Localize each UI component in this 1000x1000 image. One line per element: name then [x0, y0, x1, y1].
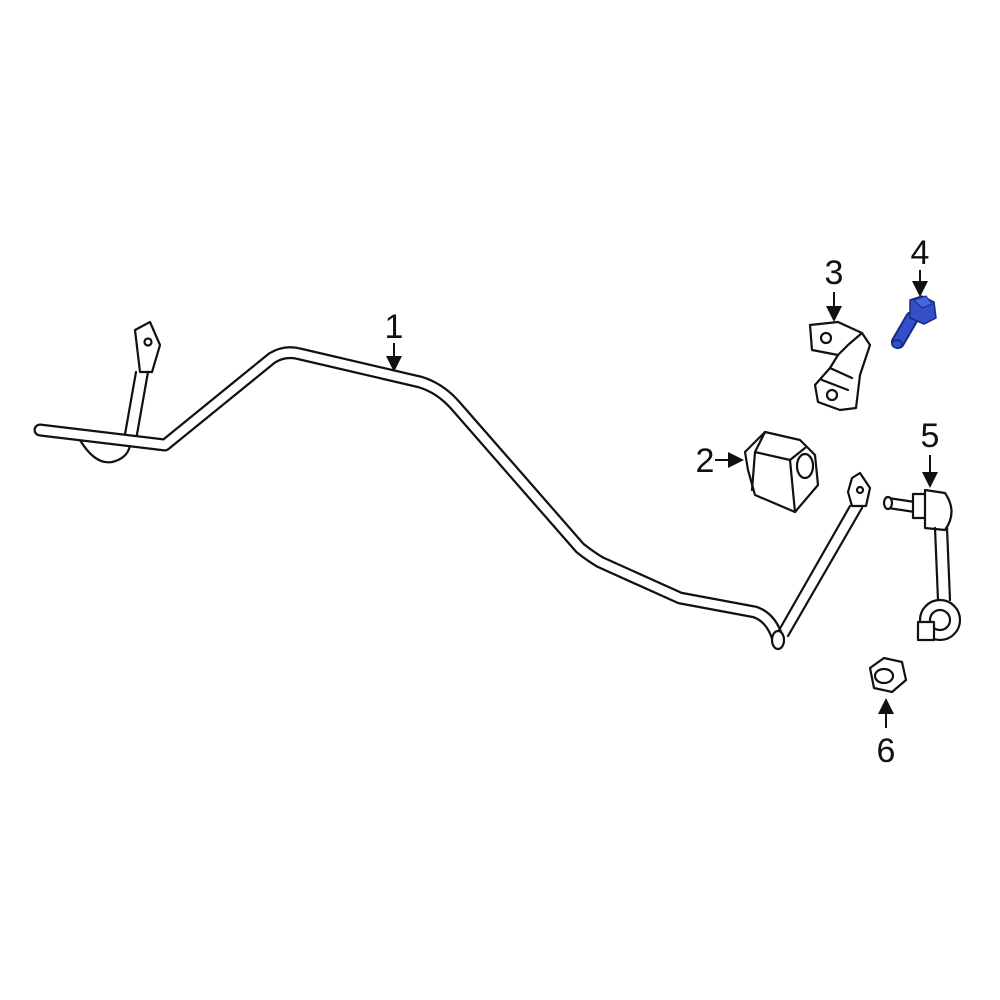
- callout-number-1: 1: [385, 308, 404, 346]
- callout-number-3: 3: [825, 254, 844, 292]
- bolt-highlighted[interactable]: [891, 295, 937, 349]
- nut[interactable]: [868, 656, 908, 694]
- callout-5[interactable]: 5: [921, 417, 940, 488]
- left-end-link: [79, 320, 162, 464]
- callout-1[interactable]: 1: [385, 308, 404, 372]
- stabilizer-link[interactable]: [882, 488, 962, 642]
- callout-6[interactable]: 6: [877, 698, 896, 770]
- callout-3[interactable]: 3: [825, 254, 844, 322]
- callout-number-5: 5: [921, 417, 940, 455]
- right-end-link: [770, 471, 872, 651]
- stabilizer-bar[interactable]: [33, 320, 872, 651]
- callout-4[interactable]: 4: [911, 234, 930, 297]
- callout-number-6: 6: [877, 732, 896, 770]
- callout-number-2: 2: [696, 442, 715, 480]
- callout-number-4: 4: [911, 234, 930, 272]
- bracket[interactable]: [808, 320, 872, 412]
- callout-2[interactable]: 2: [696, 442, 744, 480]
- bushing[interactable]: [743, 430, 820, 514]
